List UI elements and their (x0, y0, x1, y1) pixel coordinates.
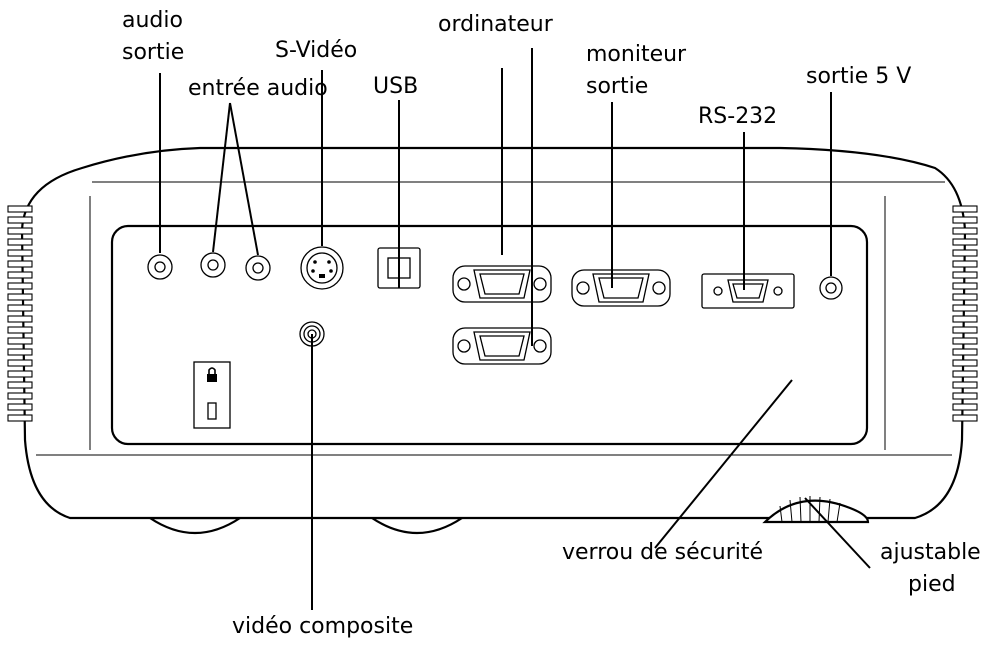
vent-slot (7, 293, 33, 301)
vent-slot (952, 216, 978, 224)
computer-vga-port-1 (452, 265, 552, 303)
label-audio-out-line1: audio (122, 8, 183, 33)
vent-slot (7, 359, 33, 367)
vent-slot (952, 205, 978, 213)
vent-slot (952, 249, 978, 257)
label-adjustable-foot-line2: pied (908, 572, 956, 597)
label-computer: ordinateur (438, 12, 553, 37)
computer-vga-port-2 (452, 327, 552, 365)
vent-slot (952, 271, 978, 279)
vent-slot (7, 205, 33, 213)
security-lock (193, 361, 231, 429)
vent-slot (7, 403, 33, 411)
vent-slot (952, 348, 978, 356)
leader-lines (159, 48, 871, 610)
vent-slot (952, 403, 978, 411)
leader-audio-in-1 (212, 102, 231, 253)
audio-out-jack (147, 254, 173, 280)
vent-slot (952, 315, 978, 323)
vent-slot (952, 293, 978, 301)
monitor-out-vga-port (571, 269, 671, 307)
vent-slot (7, 414, 33, 422)
vent-slot (952, 337, 978, 345)
audio-in-jack-1 (200, 252, 226, 278)
vent-slot (7, 282, 33, 290)
vent-slot (7, 304, 33, 312)
vent-slot (952, 414, 978, 422)
vent-slot (7, 227, 33, 235)
vent-slot (952, 304, 978, 312)
foot-left (146, 516, 244, 534)
vent-slot (952, 227, 978, 235)
vent-slot (7, 381, 33, 389)
vent-slot (7, 315, 33, 323)
leader-adjustable-foot (804, 497, 871, 569)
label-audio-in: entrée audio (188, 76, 328, 101)
vent-slot (7, 260, 33, 268)
vent-slot (952, 326, 978, 334)
label-5v-out: sortie 5 V (806, 64, 912, 89)
vent-slot (7, 249, 33, 257)
s-video-port (300, 246, 344, 290)
vent-slot (952, 260, 978, 268)
vent-slot (7, 348, 33, 356)
label-audio-out-line2: sortie (122, 40, 185, 65)
label-rs232: RS-232 (698, 104, 778, 129)
left-vent-slots (7, 205, 33, 422)
foot-middle (368, 516, 466, 534)
vent-slot (952, 282, 978, 290)
label-composite-video: vidéo composite (232, 614, 414, 639)
vent-slot (952, 238, 978, 246)
vent-slot (7, 271, 33, 279)
leader-audio-in-2 (229, 102, 259, 256)
vent-slot (7, 392, 33, 400)
5v-out-jack (819, 276, 843, 300)
vent-slot (7, 326, 33, 334)
vent-slot (952, 359, 978, 367)
vent-slot (7, 216, 33, 224)
label-adjustable-foot-line1: ajustable (880, 540, 981, 565)
leader-security-lock (654, 379, 793, 549)
label-monitor-out-line2: sortie (586, 74, 649, 99)
vent-slot (7, 370, 33, 378)
adjustable-foot-ridges (779, 496, 841, 523)
right-vent-slots (952, 205, 978, 422)
vent-slot (7, 238, 33, 246)
label-s-video: S-Vidéo (275, 38, 358, 63)
audio-in-jack-2 (245, 255, 271, 281)
rs232-port (701, 273, 795, 309)
vent-slot (952, 381, 978, 389)
vent-slot (952, 370, 978, 378)
label-security-lock: verrou de sécurité (562, 540, 764, 565)
vent-slot (7, 337, 33, 345)
label-monitor-out-line1: moniteur (586, 42, 687, 67)
label-usb: USB (373, 74, 419, 99)
vent-slot (952, 392, 978, 400)
